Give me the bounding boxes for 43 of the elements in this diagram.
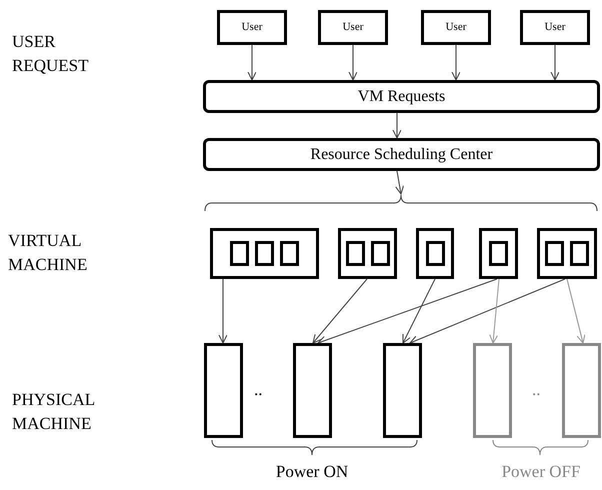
ellipsis: ..: [254, 379, 262, 401]
server-bar: [383, 343, 422, 438]
arrow: [348, 44, 358, 80]
arrow: [402, 278, 436, 344]
process-box: [203, 80, 600, 113]
node-text: User: [446, 20, 466, 36]
group-label: Power ON: [274, 461, 350, 483]
bracket: [204, 194, 598, 211]
user-box: [217, 10, 287, 45]
node-text: User: [544, 20, 566, 36]
user-box: [421, 10, 491, 45]
arrow: [248, 44, 256, 80]
node-text: User: [242, 20, 262, 36]
arrow: [312, 278, 368, 344]
row-label: PHYSICAL MACHINE: [12, 389, 96, 435]
user-box: [520, 10, 590, 45]
arrow: [489, 278, 500, 344]
vm-box: [210, 228, 319, 279]
server-bar: [562, 343, 601, 438]
arrow: [452, 44, 460, 80]
arrow: [318, 278, 498, 345]
process-box: [203, 138, 600, 171]
group-label: Power OFF: [500, 461, 582, 483]
arrow: [410, 278, 566, 344]
arrow: [218, 278, 228, 344]
vm-box: [416, 228, 454, 279]
arrow: [395, 170, 404, 194]
node-text: VM Requests: [358, 86, 446, 106]
row-label: VIRTUAL MACHINE: [8, 230, 88, 276]
arrow: [550, 44, 560, 80]
server-bar: [473, 343, 512, 438]
server-bar: [293, 343, 332, 438]
vm-box: [537, 228, 597, 279]
arrow: [566, 278, 586, 344]
server-bar: [204, 343, 243, 438]
ellipsis: ..: [532, 379, 540, 401]
node-text: Resource Scheduling Center: [310, 144, 493, 164]
row-label: USER REQUEST: [12, 31, 90, 77]
user-box: [318, 10, 388, 45]
vm-box: [479, 228, 518, 279]
node-text: User: [342, 20, 364, 36]
vm-box: [338, 228, 397, 279]
arrow: [392, 112, 402, 138]
